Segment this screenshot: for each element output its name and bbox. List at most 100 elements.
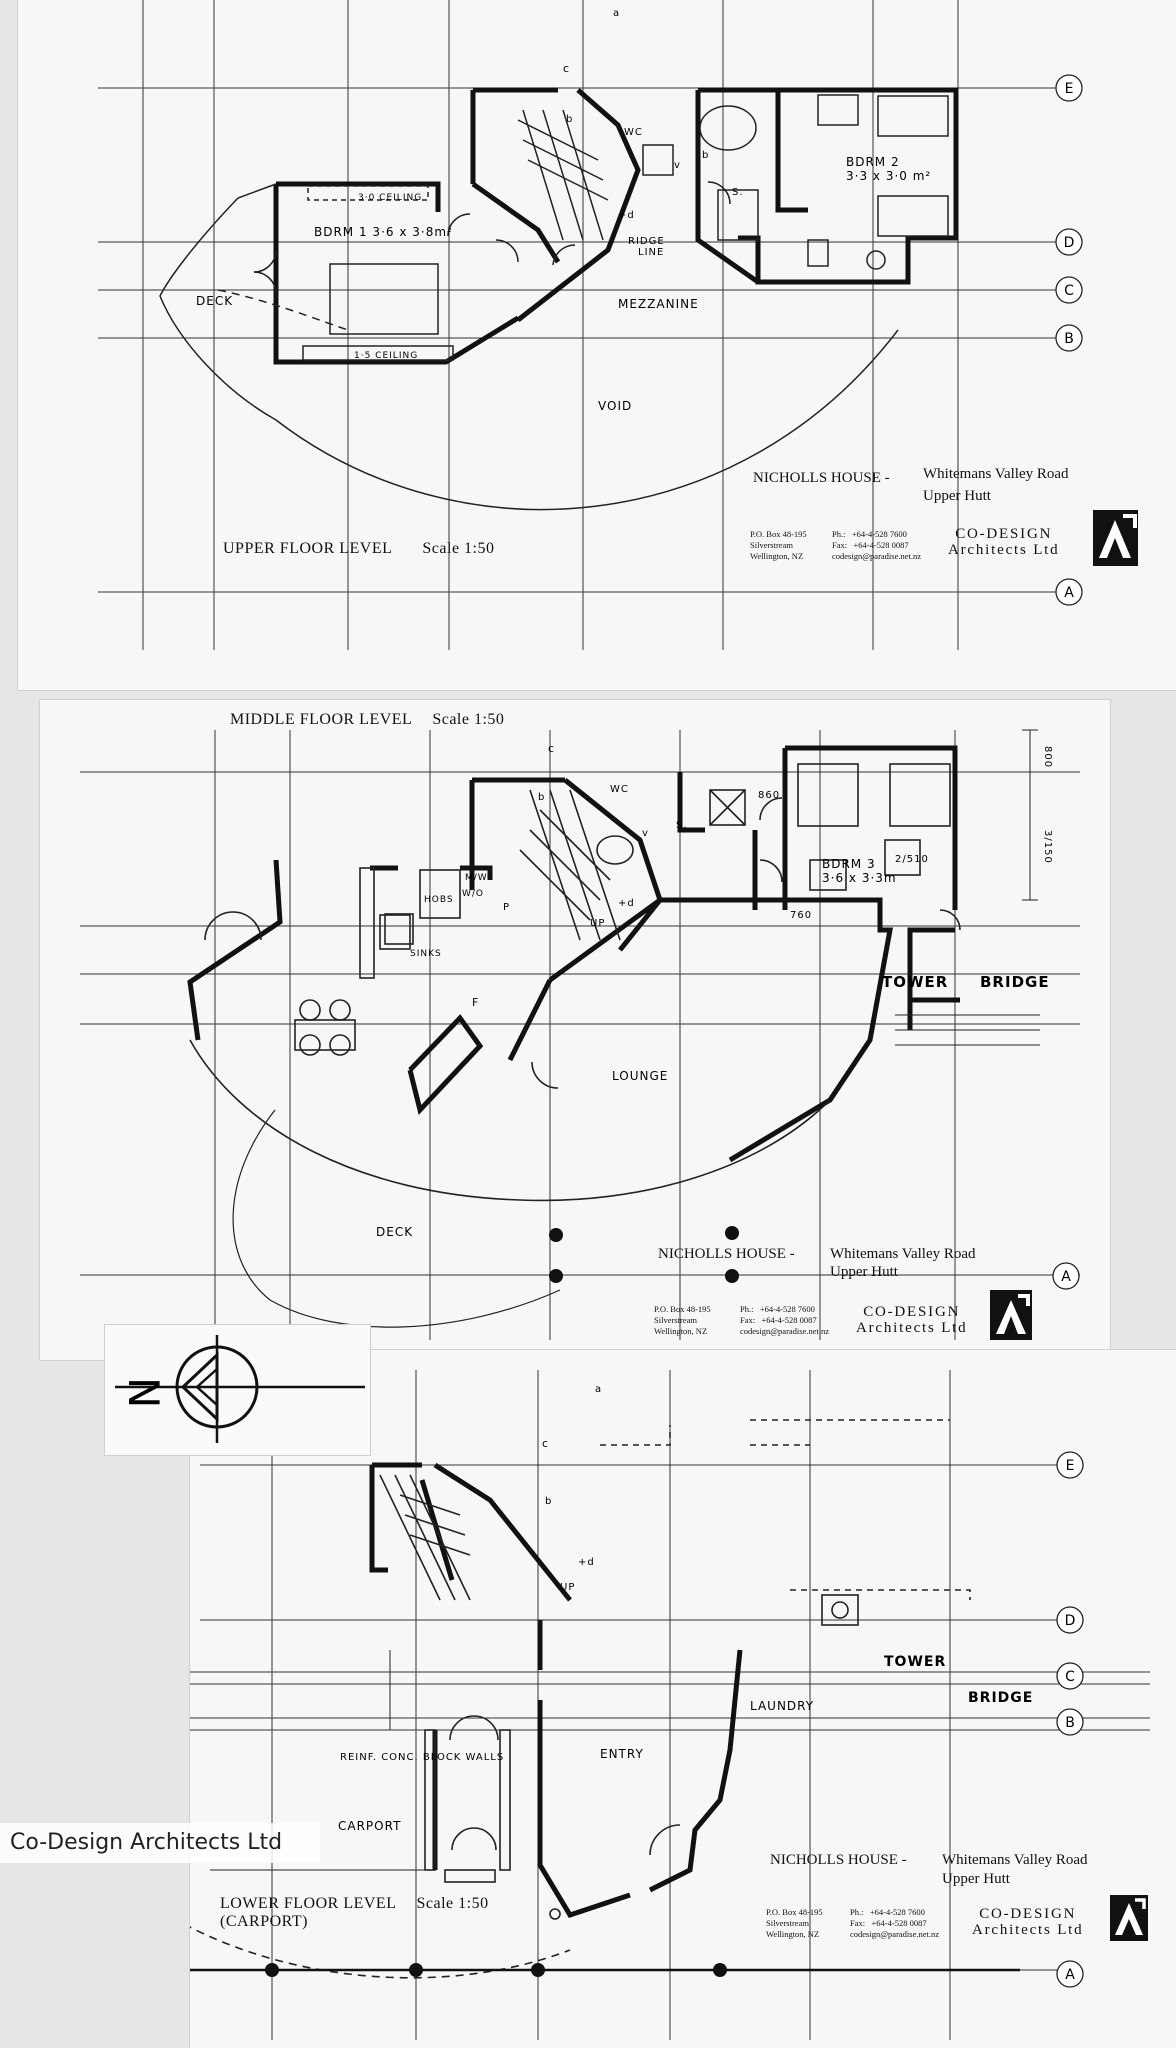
grid-bubble-d bbox=[1055, 228, 1083, 256]
label-760: 760 bbox=[790, 910, 812, 921]
label-hobs: HOBS bbox=[424, 895, 454, 905]
label-pantry: P bbox=[503, 902, 510, 913]
lower-contact-phone: Ph.: +64-4-528 7600 Fax: +64-4-528 0087 … bbox=[850, 1907, 940, 1939]
lower-project-name: NICHOLLS HOUSE - bbox=[770, 1852, 907, 1868]
grid-tag-b-lower: B bbox=[1065, 1715, 1075, 1731]
firm-logo-middle bbox=[990, 1290, 1032, 1340]
upper-floor-plan: E D C B A bbox=[98, 0, 1138, 650]
grid-tag-c-lower: C bbox=[1065, 1669, 1075, 1685]
middle-contact-phone: Ph.: +64-4-528 7600 Fax: +64-4-528 0087 … bbox=[740, 1304, 830, 1336]
label-a-lower: a bbox=[595, 1384, 602, 1395]
lower-floor-plan: E D C B A bbox=[190, 1370, 1150, 2040]
label-v: v bbox=[674, 160, 681, 171]
company-watermark-label: Co-Design Architects Ltd bbox=[0, 1823, 320, 1863]
lower-floor-subtitle: (CARPORT) bbox=[220, 1913, 308, 1930]
label-mw: M/W bbox=[465, 873, 488, 883]
label-d: +d bbox=[618, 210, 635, 221]
label-3150: 3/150 bbox=[1042, 830, 1053, 864]
firm-logo-upper bbox=[1093, 510, 1138, 566]
upper-project-name: NICHOLLS HOUSE - bbox=[753, 470, 890, 486]
label-s: S. bbox=[732, 187, 744, 198]
north-arrow: N bbox=[115, 1335, 365, 1443]
label-2510: 2/510 bbox=[895, 854, 929, 865]
label-up-lower: UP bbox=[560, 1582, 575, 1593]
grid-bubble-b bbox=[1055, 324, 1083, 352]
grid-tag-a: A bbox=[1064, 585, 1074, 601]
label-wo: W/O bbox=[462, 889, 484, 899]
label-b2: b bbox=[702, 150, 709, 161]
label-d-middle: +d bbox=[618, 898, 635, 909]
grid-bubble-a bbox=[1055, 578, 1083, 606]
grid-bubble-d-lower bbox=[1056, 1606, 1084, 1634]
north-arrow-card: N bbox=[105, 1325, 370, 1455]
label-c: c bbox=[563, 62, 570, 75]
label-tower: TOWER bbox=[882, 973, 948, 991]
grid-bubble-a-middle bbox=[1052, 1262, 1080, 1290]
label-wc: WC bbox=[624, 127, 643, 138]
label-wc-middle: WC bbox=[610, 784, 629, 795]
grid-bubble-a-lower bbox=[1056, 1960, 1084, 1988]
label-s-middle: S. bbox=[676, 820, 688, 831]
label-entry: ENTRY bbox=[600, 1747, 644, 1761]
middle-project-name: NICHOLLS HOUSE - bbox=[658, 1246, 795, 1262]
label-up: UP bbox=[590, 918, 605, 929]
label-bridge-lower: BRIDGE bbox=[968, 1690, 1033, 1706]
label-800: 800 bbox=[1042, 746, 1053, 768]
label-bdrm3-size: 3·6 x 3·3m bbox=[822, 871, 897, 885]
label-ceiling-15: 1·5 CEILING bbox=[354, 351, 418, 361]
grid-tag-e-lower: E bbox=[1066, 1458, 1075, 1474]
label-bdrm3: BDRM 3 bbox=[822, 857, 876, 871]
label-bdrm1: BDRM 1 3·6 x 3·8m² bbox=[314, 225, 453, 239]
label-c-lower: c bbox=[542, 1437, 549, 1450]
label-ridge-line: LINE bbox=[638, 247, 664, 258]
label-walls: REINF. CONC. BLOCK WALLS bbox=[340, 1752, 504, 1763]
middle-project-town: Upper Hutt bbox=[830, 1264, 898, 1280]
label-bdrm2: BDRM 2 bbox=[846, 155, 900, 169]
lower-project-town: Upper Hutt bbox=[942, 1871, 1010, 1887]
label-ridge: RIDGE bbox=[628, 236, 665, 247]
middle-project-road: Whitemans Valley Road bbox=[830, 1246, 976, 1262]
grid-tag-a-middle: A bbox=[1061, 1269, 1071, 1285]
label-b-middle: b bbox=[538, 792, 545, 803]
grid-bubble-e bbox=[1055, 74, 1083, 102]
grid-bubble-c-lower bbox=[1056, 1662, 1084, 1690]
grid-bubble-c bbox=[1055, 276, 1083, 304]
label-b: b bbox=[566, 114, 573, 125]
middle-floor-sheet: A bbox=[40, 700, 1110, 1360]
label-tower-lower: TOWER bbox=[884, 1654, 946, 1670]
grid-tag-e: E bbox=[1065, 81, 1074, 97]
label-bdrm2-size: 3·3 x 3·0 m² bbox=[846, 169, 931, 183]
label-carport: CARPORT bbox=[338, 1819, 401, 1833]
grid-tag-a-lower: A bbox=[1065, 1967, 1075, 1983]
label-c-middle: c bbox=[548, 742, 555, 755]
label-v-middle: v bbox=[642, 828, 649, 839]
north-letter: N bbox=[119, 1377, 168, 1408]
grid-tag-c: C bbox=[1064, 283, 1074, 299]
label-deck: DECK bbox=[196, 294, 233, 308]
label-laundry: LAUNDRY bbox=[750, 1699, 814, 1713]
lower-floor-sheet: E D C B A bbox=[190, 1350, 1176, 2048]
label-b-lower: b bbox=[545, 1496, 552, 1507]
label-bridge: BRIDGE bbox=[980, 973, 1050, 991]
upper-contact-phone: Ph.: +64-4-528 7600 Fax: +64-4-528 0087 … bbox=[832, 529, 922, 561]
middle-floor-plan: A bbox=[80, 729, 1080, 1340]
upper-floor-sheet: E D C B A bbox=[18, 0, 1176, 690]
label-860: 860 bbox=[758, 790, 780, 801]
upper-project-town: Upper Hutt bbox=[923, 488, 991, 504]
label-mezzanine: MEZZANINE bbox=[618, 297, 699, 311]
label-lounge: LOUNGE bbox=[612, 1069, 668, 1083]
label-a: a bbox=[613, 8, 620, 19]
label-ceiling-3: 3·0 CEILING bbox=[358, 193, 422, 203]
grid-bubble-e-lower bbox=[1056, 1451, 1084, 1479]
lower-project-road: Whitemans Valley Road bbox=[942, 1852, 1088, 1868]
label-deck-middle: DECK bbox=[376, 1225, 413, 1239]
